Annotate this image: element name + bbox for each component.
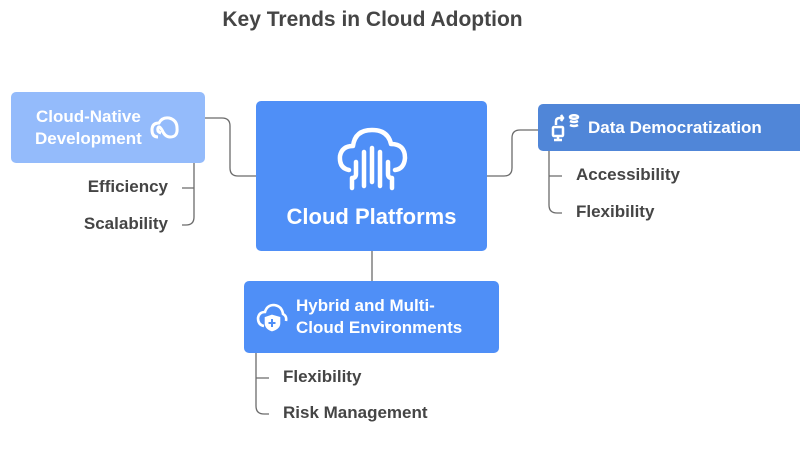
connector-right: [487, 129, 538, 177]
data-transfer-icon: [551, 113, 580, 141]
leaf-flexibility: Flexibility: [283, 367, 362, 386]
branch-label: Data Democratization: [588, 117, 762, 137]
diagram-title: Key Trends in Cloud Adoption: [222, 8, 523, 31]
central-label: Cloud Platforms: [286, 204, 457, 229]
branch-data-democratization: Data Democratization: [538, 104, 800, 151]
leaf-efficiency: Efficiency: [87, 177, 168, 196]
connector-left: [205, 117, 256, 177]
leaf-risk-management: Risk Management: [283, 403, 428, 422]
leaf-scalability: Scalability: [83, 214, 168, 233]
branch-label-line2: Cloud Environments: [296, 318, 463, 337]
cloud-circuit-icon: [337, 127, 407, 191]
bracket-left: [182, 163, 195, 226]
branch-hybrid-multi-cloud: Hybrid and Multi- Cloud Environments: [244, 281, 499, 353]
branch-label-line1: Cloud-Native: [35, 106, 141, 126]
bracket-right: [548, 151, 562, 214]
creative-cloud-icon: [150, 115, 179, 139]
branch-label-line1: Hybrid and Multi-: [296, 296, 435, 315]
bracket-bottom: [255, 353, 269, 415]
branch-label-line2: Development: [35, 128, 142, 148]
leaf-accessibility: Accessibility: [576, 165, 680, 184]
central-node: Cloud Platforms: [256, 101, 487, 251]
branch-cloud-native: Cloud-Native Development: [11, 92, 205, 163]
leaf-flexibility: Flexibility: [576, 202, 655, 221]
cloud-shield-icon: [256, 303, 288, 332]
